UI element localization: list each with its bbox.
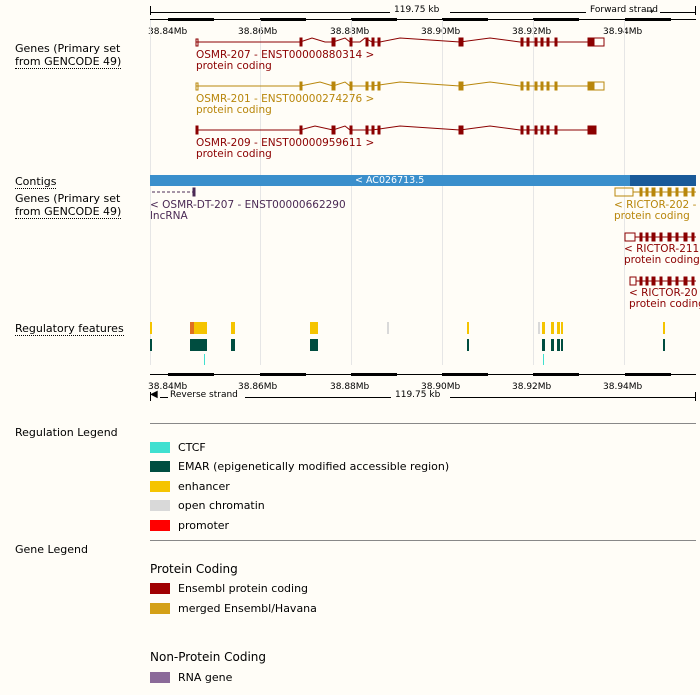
reverse-strand-label: Reverse strand — [170, 390, 238, 400]
tick-label: 38.86Mb — [238, 27, 278, 37]
legend-divider — [150, 540, 696, 541]
tick-label: 38.92Mb — [512, 27, 552, 37]
legend-swatch — [150, 442, 170, 453]
forward-scale-bar: 119.75 kb Forward strand → — [150, 5, 696, 36]
tick-label: 38.90Mb — [421, 382, 461, 392]
regulation-legend-title: Regulation Legend — [15, 426, 118, 439]
gene-label-rictor-20[interactable]: < RICTOR-20 protein coding — [629, 287, 700, 310]
contigs-track-label[interactable]: Contigs — [15, 175, 57, 189]
legend-swatch — [150, 500, 170, 511]
reverse-gene-models[interactable] — [0, 180, 700, 310]
gene-label-osmr-207[interactable]: OSMR-207 - ENST00000880314 > protein cod… — [196, 49, 375, 72]
contig-name: < AC026713.5 — [355, 175, 425, 186]
reverse-arrow-icon: ◀ — [150, 389, 158, 400]
legend-swatch — [150, 583, 170, 594]
non-protein-coding-heading: Non-Protein Coding — [150, 650, 267, 664]
tick-label: 38.86Mb — [238, 382, 278, 392]
legend-divider — [150, 423, 696, 424]
gene-model-osmr-dt-207 — [152, 187, 196, 197]
gene-label-rictor-211[interactable]: < RICTOR-211 protein coding — [624, 243, 700, 266]
emar-features — [150, 339, 665, 351]
gene-legend-title: Gene Legend — [15, 543, 88, 556]
gene-model-osmr-207 — [195, 37, 605, 47]
tick-label: 38.94Mb — [603, 382, 643, 392]
tick-label: 38.84Mb — [148, 382, 188, 392]
regulatory-features[interactable] — [0, 318, 700, 370]
gene-model-rictor-202 — [614, 187, 696, 197]
reverse-length-label: 119.75 kb — [395, 390, 441, 400]
contig-bar-next[interactable] — [630, 175, 696, 186]
gene-label-osmr-201[interactable]: OSMR-201 - ENST00000274276 > protein cod… — [196, 93, 375, 116]
gene-model-osmr-201 — [195, 81, 605, 91]
legend-swatch — [150, 672, 170, 683]
reverse-scale-bar: ◀ Reverse strand 119.75 kb — [150, 372, 696, 402]
gene-label-osmr-209[interactable]: OSMR-209 - ENST00000959611 > protein cod… — [196, 137, 375, 160]
contig-bar[interactable] — [150, 175, 630, 186]
forward-arrow-icon: → — [646, 7, 654, 17]
regulatory-track-label[interactable]: Regulatory features — [15, 322, 124, 336]
genes-reverse-track-label[interactable]: Genes (Primary set from GENCODE 49) — [15, 192, 122, 219]
gene-model-rictor-211 — [624, 232, 696, 242]
legend-swatch — [150, 603, 170, 614]
ctcf-features — [204, 354, 544, 365]
protein-coding-heading: Protein Coding — [150, 562, 238, 576]
open-chromatin-features — [387, 322, 540, 334]
legend-swatch — [150, 520, 170, 531]
genes-forward-track-label[interactable]: Genes (Primary set from GENCODE 49) — [15, 42, 122, 69]
gene-model-osmr-209 — [195, 125, 597, 135]
tick-label: 38.94Mb — [603, 27, 643, 37]
forward-length-label: 119.75 kb — [394, 5, 440, 15]
enhancer-features — [150, 322, 665, 334]
tick-label: 38.84Mb — [148, 27, 188, 37]
enhancer-accent — [190, 322, 194, 334]
legend-swatch — [150, 481, 170, 492]
forward-strand-label: Forward strand — [590, 5, 658, 15]
forward-gene-models[interactable] — [0, 0, 700, 160]
tick-label: 38.88Mb — [330, 382, 370, 392]
tick-label: 38.90Mb — [421, 27, 461, 37]
legend-swatch — [150, 461, 170, 472]
gene-label-rictor-202[interactable]: < RICTOR-202 - protein coding — [614, 199, 697, 222]
gene-label-osmr-dt-207[interactable]: < OSMR-DT-207 - ENST00000662290 lncRNA — [150, 199, 346, 222]
gene-model-rictor-20 — [629, 276, 696, 286]
tick-label: 38.88Mb — [330, 27, 370, 37]
tick-label: 38.92Mb — [512, 382, 552, 392]
